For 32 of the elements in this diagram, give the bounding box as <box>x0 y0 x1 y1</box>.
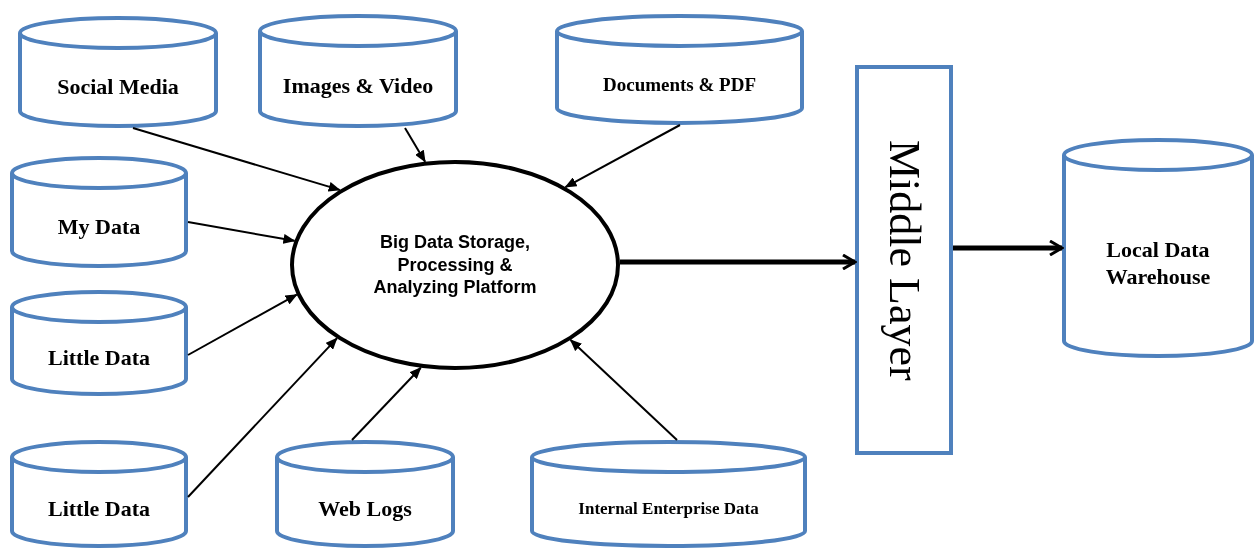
arrow <box>187 337 338 498</box>
platform-ellipse <box>290 160 620 370</box>
node-label: Images & Video <box>281 72 435 100</box>
node-label: My Data <box>56 213 142 241</box>
arrow <box>351 366 422 441</box>
node-label: Internal Enterprise Data <box>577 498 760 520</box>
arrow <box>132 127 341 192</box>
database-cylinder <box>275 440 455 548</box>
vertical-label: Middle Layer <box>878 139 930 381</box>
database-cylinder <box>258 14 458 128</box>
arrow <box>187 293 298 356</box>
database-cylinder <box>10 290 188 396</box>
node-label: Little Data <box>47 495 151 523</box>
layer-box <box>855 65 953 455</box>
node-label: Web Logs <box>317 495 413 523</box>
database-cylinder <box>18 16 218 128</box>
node-label: Local Data Warehouse <box>1104 235 1212 291</box>
database-cylinder <box>10 440 188 548</box>
database-cylinder <box>530 440 807 548</box>
arrow <box>404 127 427 163</box>
arrow <box>620 253 857 271</box>
node-label: Documents & PDF <box>602 72 757 97</box>
database-cylinder <box>10 156 188 268</box>
node-label: Little Data <box>47 344 151 372</box>
arrow <box>187 221 296 244</box>
arrow <box>953 239 1064 257</box>
arrow <box>569 338 678 441</box>
node-label: Social Media <box>56 73 180 101</box>
database-cylinder <box>1062 138 1254 358</box>
arrow <box>564 124 681 188</box>
node-label: Big Data Storage, Processing & Analyzing Platform <box>372 231 538 299</box>
database-cylinder <box>555 14 804 125</box>
